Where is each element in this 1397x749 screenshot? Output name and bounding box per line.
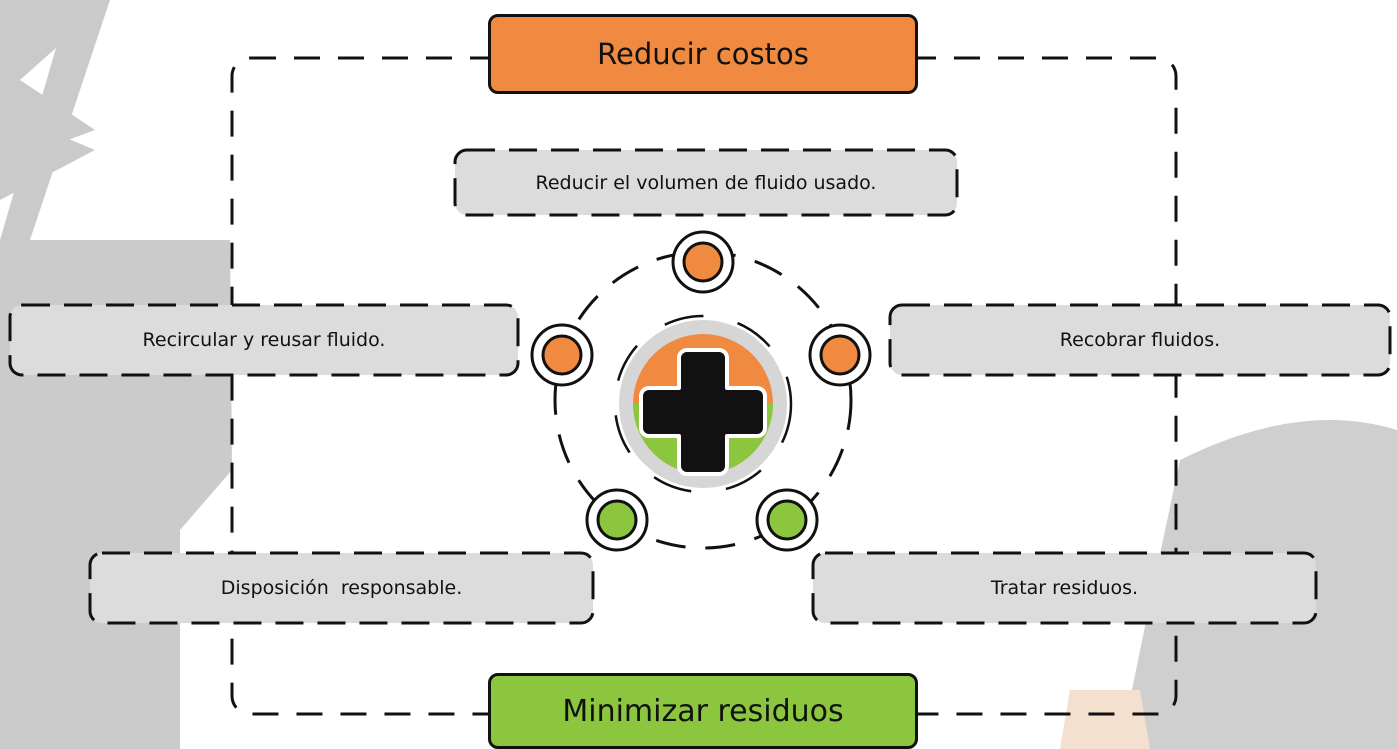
right-accent-shape [1060,690,1150,749]
node-1 [530,323,594,387]
title-minimizar-residuos: Minimizar residuos [488,673,918,749]
node-4 [755,488,819,552]
item-text-3: Disposición responsable. [220,577,463,599]
label-box-0 [453,148,959,217]
label-box-2 [888,303,1392,377]
label-boxes [8,148,1392,625]
label-box-3 [88,551,595,625]
title-bottom-text: Minimizar residuos [562,693,844,729]
item-text-2: Recobrar fluidos. [1059,329,1221,351]
item-text-1: Recircular y reusar fluido. [142,329,386,351]
item-text-4: Tratar residuos. [990,577,1139,599]
node-0 [671,230,735,294]
label-box-1 [8,303,520,377]
item-label-1: Recircular y reusar fluido. [10,305,518,375]
node-2 [808,323,872,387]
item-text-0: Reducir el volumen de fluido usado. [535,171,877,194]
label-box-4 [811,551,1318,625]
center-dashed-ring [553,250,853,550]
item-label-4: Tratar residuos. [813,553,1316,623]
item-label-2: Recobrar fluidos. [890,305,1390,375]
item-label-3: Disposición responsable. [90,553,593,623]
center-inner-ring [613,314,793,494]
node-3 [585,488,649,552]
item-label-0: Reducir el volumen de fluido usado. [455,150,957,215]
plus-icon [639,348,767,476]
title-top-text: Reducir costos [597,37,809,71]
title-reducir-costos: Reducir costos [488,14,918,94]
